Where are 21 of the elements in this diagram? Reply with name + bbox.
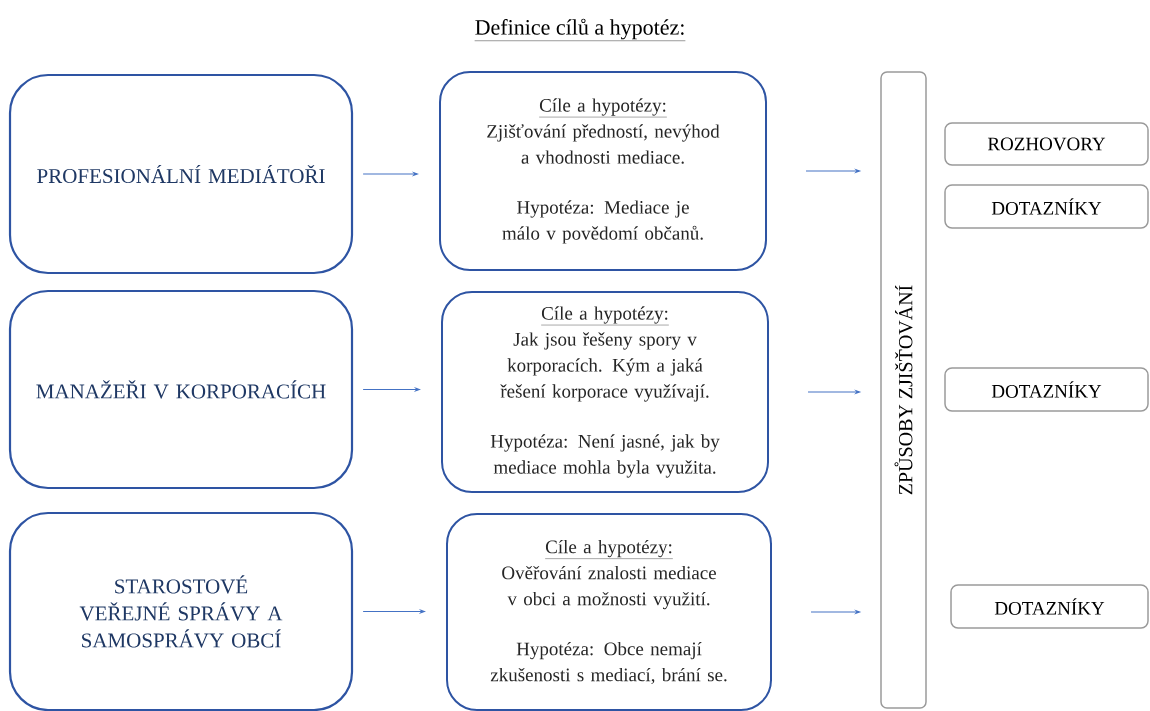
goal-box: [446, 513, 772, 711]
group-box: STAROSTOVÉ VEŘEJNÉ SPRÁVY A SAMOSPRÁVY OBCÍ: [8, 511, 354, 711]
method-bar: ZPŮSOBY ZJIŠŤOVÁNÍ: [880, 71, 927, 709]
method-box: DOTAZNÍKY: [944, 184, 1149, 229]
method-box: DOTAZNÍKY: [944, 367, 1149, 412]
box-heading: Cíle a hypotézy:: [544, 539, 674, 559]
box-heading: Cíle a hypotézy:: [538, 98, 668, 118]
title: Definice cílů a hypotéz:: [474, 18, 686, 41]
box-text: Jak jsou řešeny spory v korporacích. Kým a jaká řešení korporace využívají.: [500, 332, 709, 402]
box-text: Zjišťování předností, nevýhod a vhodnosti mediace.: [487, 124, 720, 164]
goal-box: [441, 291, 769, 493]
goal-box: [439, 71, 767, 271]
box-text: Ověřování znalosti mediace v obci a možnosti využití.: [502, 565, 716, 610]
group-box: MANAŽEŘI V KORPORACÍCH: [8, 289, 354, 490]
box-text: Hypotéza: Není jasné, jak by mediace mohla byla využita.: [490, 434, 720, 478]
method-box: DOTAZNÍKY: [950, 584, 1149, 629]
box-text: Hypotéza: Mediace je málo v povědomí občanů.: [502, 200, 703, 244]
box-heading: Cíle a hypotézy:: [540, 306, 670, 326]
group-box: PROFESIONÁLNÍ MEDIÁTOŘI: [8, 73, 354, 275]
box-text: Hypotéza: Obce nemají zkušenosti s mediací, brání se.: [490, 641, 727, 685]
method-box: ROZHOVORY: [944, 122, 1149, 166]
